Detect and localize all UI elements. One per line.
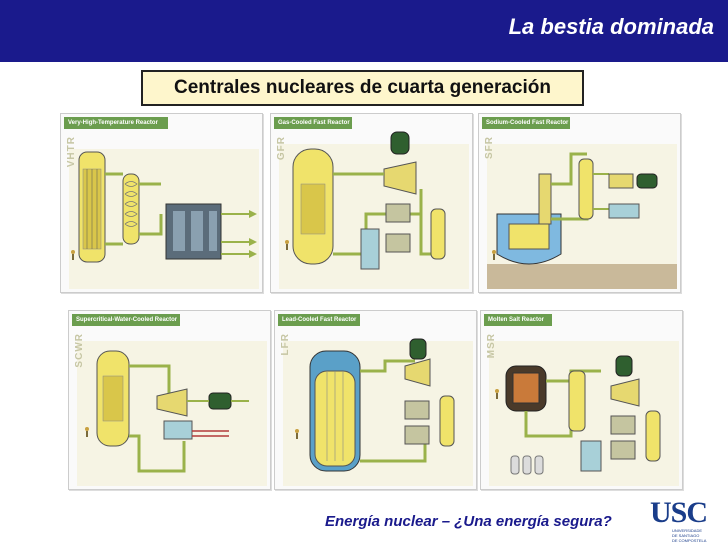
panel-code: SCWR <box>74 333 85 368</box>
reactor-diagram-lfr: Lead-Cooled Fast Reactor LFR <box>274 310 477 490</box>
panel-code: VHTR <box>66 136 77 168</box>
logo-line: UNIVERSIDADE <box>672 528 703 533</box>
panel-code: GFR <box>276 136 287 161</box>
panel-code: MSR <box>486 333 497 359</box>
panel-title: Very-High-Temperature Reactor <box>64 117 168 129</box>
msr-schematic <box>489 341 679 486</box>
reactor-diagram-vhtr: Very-High-Temperature Reactor VHTR <box>60 113 263 293</box>
panel-title: Molten Salt Reactor <box>484 314 552 326</box>
scwr-schematic <box>77 341 267 486</box>
vhtr-schematic <box>69 149 259 289</box>
logo-letters: USC <box>650 496 708 529</box>
slide-subtitle: Centrales nucleares de cuarta generación <box>141 70 584 106</box>
panel-title: Sodium-Cooled Fast Reactor <box>482 117 570 129</box>
reactor-diagram-gfr: Gas-Cooled Fast Reactor GFR <box>270 113 473 293</box>
logo-line: DE SANTIAGO <box>672 533 700 538</box>
usc-logo: USC UNIVERSIDADE DE SANTIAGO DE COMPOSTE… <box>650 496 726 544</box>
panel-code: SFR <box>484 136 495 159</box>
slide-title: La bestia dominada <box>508 14 714 39</box>
panel-title: Supercritical-Water-Cooled Reactor <box>72 314 180 326</box>
panel-title: Gas-Cooled Fast Reactor <box>274 117 352 129</box>
panel-title: Lead-Cooled Fast Reactor <box>278 314 360 326</box>
title-bar: La bestia dominada <box>0 0 728 62</box>
reactor-diagram-msr: Molten Salt Reactor MSR <box>480 310 683 490</box>
sfr-schematic <box>487 144 677 289</box>
panel-code: LFR <box>280 333 291 356</box>
gfr-schematic <box>279 131 469 289</box>
reactor-diagram-scwr: Supercritical-Water-Cooled Reactor SCWR <box>68 310 271 490</box>
reactor-diagram-sfr: Sodium-Cooled Fast Reactor SFR <box>478 113 681 293</box>
lfr-schematic <box>283 338 473 486</box>
slide-footer: Energía nuclear – ¿Una energía segura? <box>325 513 612 530</box>
logo-line: DE COMPOSTELA <box>672 538 707 543</box>
